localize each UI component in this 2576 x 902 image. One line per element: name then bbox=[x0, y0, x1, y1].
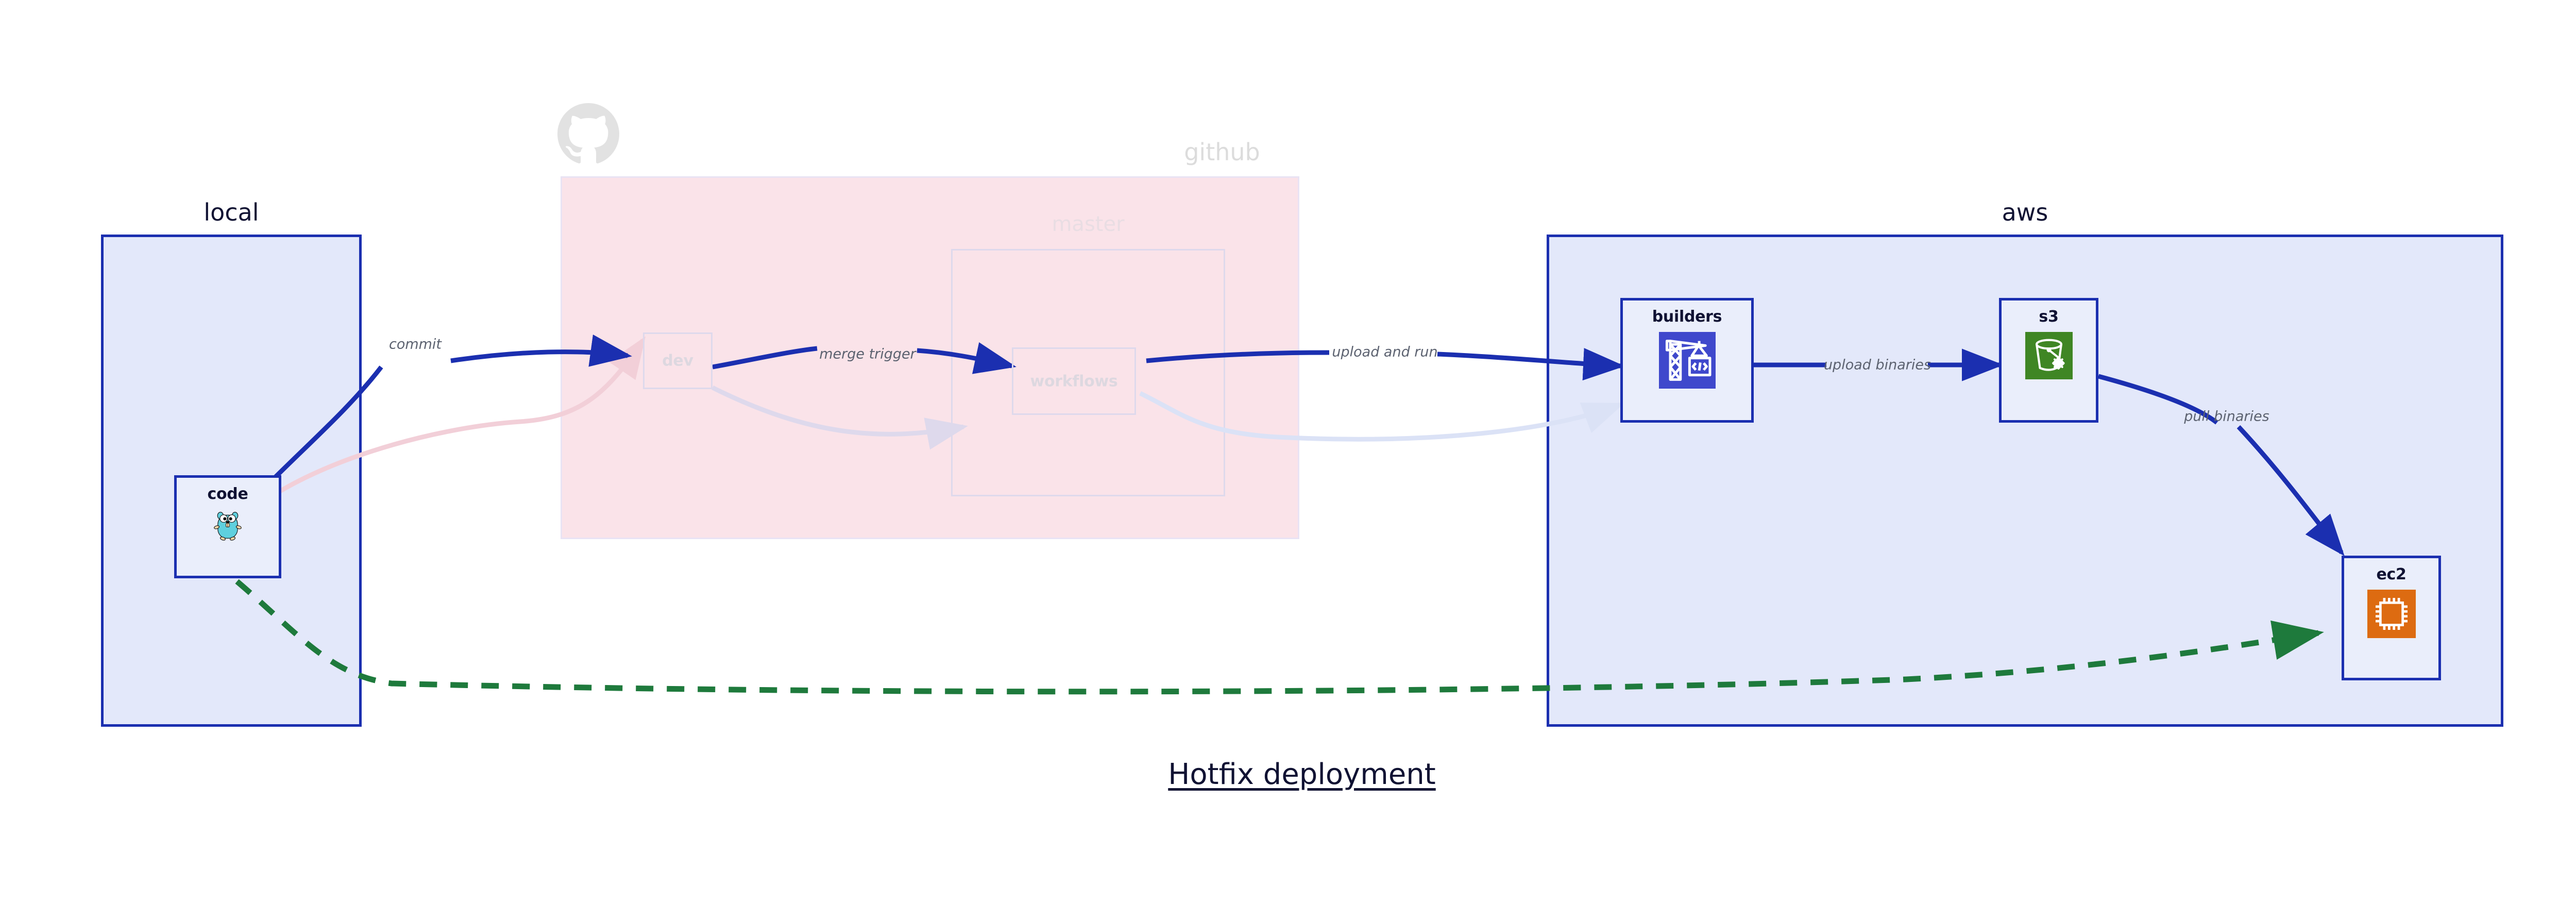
node-ec2-label: ec2 bbox=[2376, 565, 2406, 583]
node-dev[interactable]: dev bbox=[643, 332, 713, 389]
cluster-title-local: local bbox=[204, 198, 259, 226]
cluster-title-master: master bbox=[1052, 212, 1125, 236]
node-s3[interactable]: s3 bbox=[1999, 298, 2098, 423]
aws-ec2-icon bbox=[2367, 590, 2416, 638]
node-code[interactable]: code bbox=[174, 475, 281, 578]
cluster-title-aws: aws bbox=[2002, 198, 2048, 226]
node-builders[interactable]: builders bbox=[1620, 298, 1754, 423]
cluster-master bbox=[951, 249, 1225, 496]
edge-label-pull-binaries: pull binaries bbox=[2184, 408, 2269, 425]
node-builders-label: builders bbox=[1652, 308, 1722, 326]
edge-label-commit: commit bbox=[388, 336, 442, 353]
node-s3-label: s3 bbox=[2039, 308, 2059, 326]
diagram-title: Hotfix deployment bbox=[1168, 758, 1436, 791]
go-gopher-icon bbox=[214, 512, 242, 541]
aws-codebuild-icon bbox=[1658, 332, 1716, 389]
node-dev-label: dev bbox=[662, 352, 693, 370]
edge-label-upload-binaries: upload binaries bbox=[1823, 357, 1931, 373]
node-workflows[interactable]: workflows bbox=[1012, 347, 1136, 415]
node-workflows-label: workflows bbox=[1030, 372, 1118, 390]
aws-s3-glacier-icon bbox=[2025, 332, 2073, 379]
edge-label-merge-trigger: merge trigger bbox=[819, 346, 916, 362]
github-octocat-icon bbox=[557, 103, 619, 164]
node-code-label: code bbox=[207, 485, 248, 503]
edge-label-upload-and-run: upload and run bbox=[1332, 344, 1438, 360]
node-ec2[interactable]: ec2 bbox=[2342, 556, 2441, 680]
cluster-title-github: github bbox=[1184, 138, 1260, 166]
